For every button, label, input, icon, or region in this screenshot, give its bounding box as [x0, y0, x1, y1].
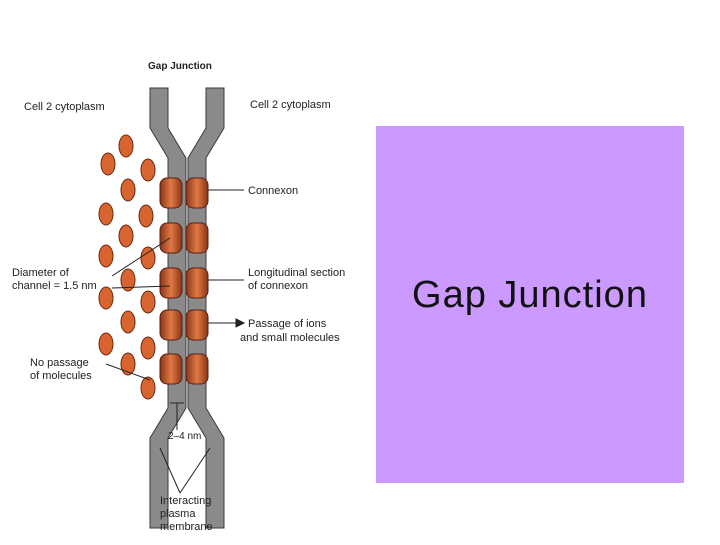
right-cytoplasm-label: Cell 2 cytoplasm [250, 99, 331, 111]
gap-junction-figure: Gap Junction Cell 2 cytoplasm Cell 2 cyt… [0, 58, 378, 540]
diameter-label-line1: Diameter of [12, 267, 70, 279]
no-passage-label-line1: No passage [30, 357, 89, 369]
diameter-label-line2: channel = 1.5 nm [12, 280, 97, 292]
left-cytoplasm-label: Cell 2 cytoplasm [24, 101, 105, 113]
passage-label-line1: Passage of ions [248, 318, 327, 330]
connexon-pair [159, 222, 209, 254]
gap-width-label: 2–4 nm [168, 431, 201, 442]
connexon-pair [159, 177, 209, 209]
connexon-pair [159, 353, 209, 385]
right-membrane [187, 87, 225, 529]
leader-lines [105, 189, 246, 494]
connexon-pair [159, 309, 209, 341]
connexon-label: Connexon [248, 185, 298, 197]
longitudinal-label-line1: Longitudinal section [248, 267, 345, 279]
gap-junction-diagram: Gap Junction Cell 2 cytoplasm Cell 2 cyt… [12, 61, 345, 533]
molecules [98, 134, 156, 400]
connexon-channels [159, 177, 209, 385]
title-box: Gap Junction [376, 126, 684, 483]
plasma-membranes [149, 87, 225, 529]
membrane-label-line1: Interacting [160, 495, 211, 507]
no-passage-label-line2: of molecules [30, 370, 92, 382]
figure-heading: Gap Junction [148, 61, 212, 72]
connexon-pair [159, 267, 209, 299]
left-membrane [149, 87, 187, 529]
membrane-label-line3: membrane [160, 521, 213, 533]
longitudinal-label-line2: of connexon [248, 280, 308, 292]
passage-label-line2: and small molecules [240, 332, 340, 344]
slide-title: Gap Junction [412, 274, 648, 316]
membrane-label-line2: plasma [160, 508, 196, 520]
